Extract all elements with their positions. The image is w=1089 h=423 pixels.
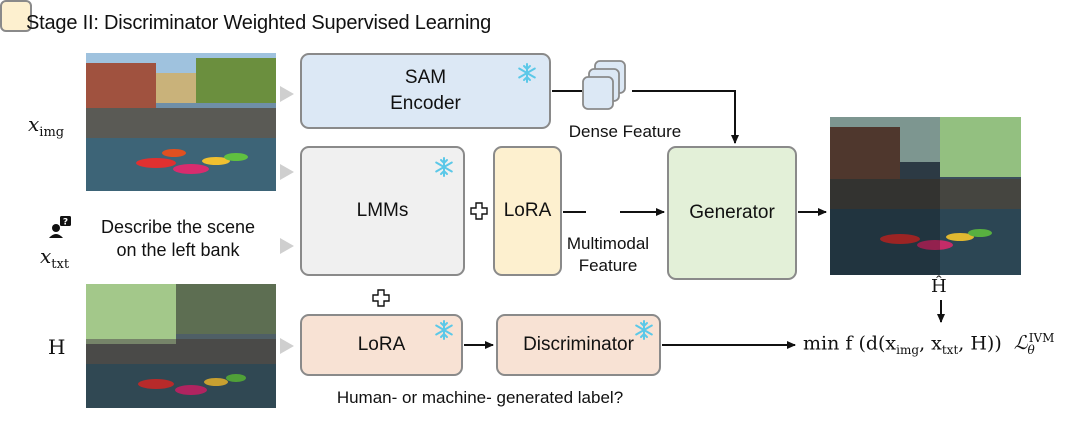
plus-icon <box>371 288 391 308</box>
sam-encoder-box: SAM Encoder <box>300 53 551 129</box>
x-txt-label: xtxt <box>40 244 70 272</box>
lora-bottom-box: LoRA <box>300 314 463 376</box>
x-img-label: ximg <box>28 112 65 140</box>
dense-feature-stack-icon <box>582 60 626 110</box>
sam-line2: Encoder <box>390 93 461 114</box>
svg-text:?: ? <box>63 218 68 228</box>
multimodal-line1: Multimodal <box>566 234 650 253</box>
snowflake-icon <box>516 62 538 84</box>
loss-sup: IVM <box>1028 331 1055 345</box>
objective-prefix: min f (d(x <box>803 332 897 355</box>
objective-txt-sub: txt <box>941 343 959 358</box>
snowflake-icon <box>433 156 455 178</box>
input-image-label-h <box>86 284 276 408</box>
gray-input-arrows <box>280 86 294 354</box>
human-machine-label: Human- or machine- generated label? <box>336 388 624 407</box>
text-prompt-line1: Describe the scene <box>100 217 256 237</box>
snowflake-icon <box>433 319 455 341</box>
plus-icon <box>469 201 489 221</box>
h-label: H <box>48 335 66 359</box>
loss-sub: θ <box>1027 343 1035 358</box>
objective-suffix: , H)) <box>958 332 1002 355</box>
discriminator-box: Discriminator <box>496 314 661 376</box>
multimodal-line2: Feature <box>578 256 638 276</box>
sam-line1: SAM <box>404 67 447 89</box>
multimodal-feature-label: Multimodal Feature <box>558 233 658 277</box>
loss-symbol: ℒ <box>1013 332 1028 355</box>
objective-img-sub: img <box>896 343 920 358</box>
stage-title: Stage II: Discriminator Weighted Supervi… <box>26 12 492 34</box>
text-prompt-line2: on the left bank <box>116 240 240 261</box>
objective-formula: min f (d(ximg, xtxt, H)) ℒθIVM <box>803 331 1060 357</box>
user-question-icon: ? <box>48 215 72 239</box>
output-image-h-hat <box>830 117 1021 275</box>
dense-feature-label: Dense Feature <box>568 122 682 141</box>
text-prompt: Describe the scene on the left bank <box>88 216 268 263</box>
lora-top-box: LoRA <box>493 146 562 276</box>
snowflake-icon <box>633 319 655 341</box>
multimodal-feature-square <box>0 0 32 32</box>
input-image-scene <box>86 53 276 191</box>
generator-box: Generator <box>667 146 797 280</box>
h-hat-label: Ĥ <box>931 276 947 297</box>
lmms-box: LMMs <box>300 146 465 276</box>
objective-mid: , x <box>919 332 942 355</box>
